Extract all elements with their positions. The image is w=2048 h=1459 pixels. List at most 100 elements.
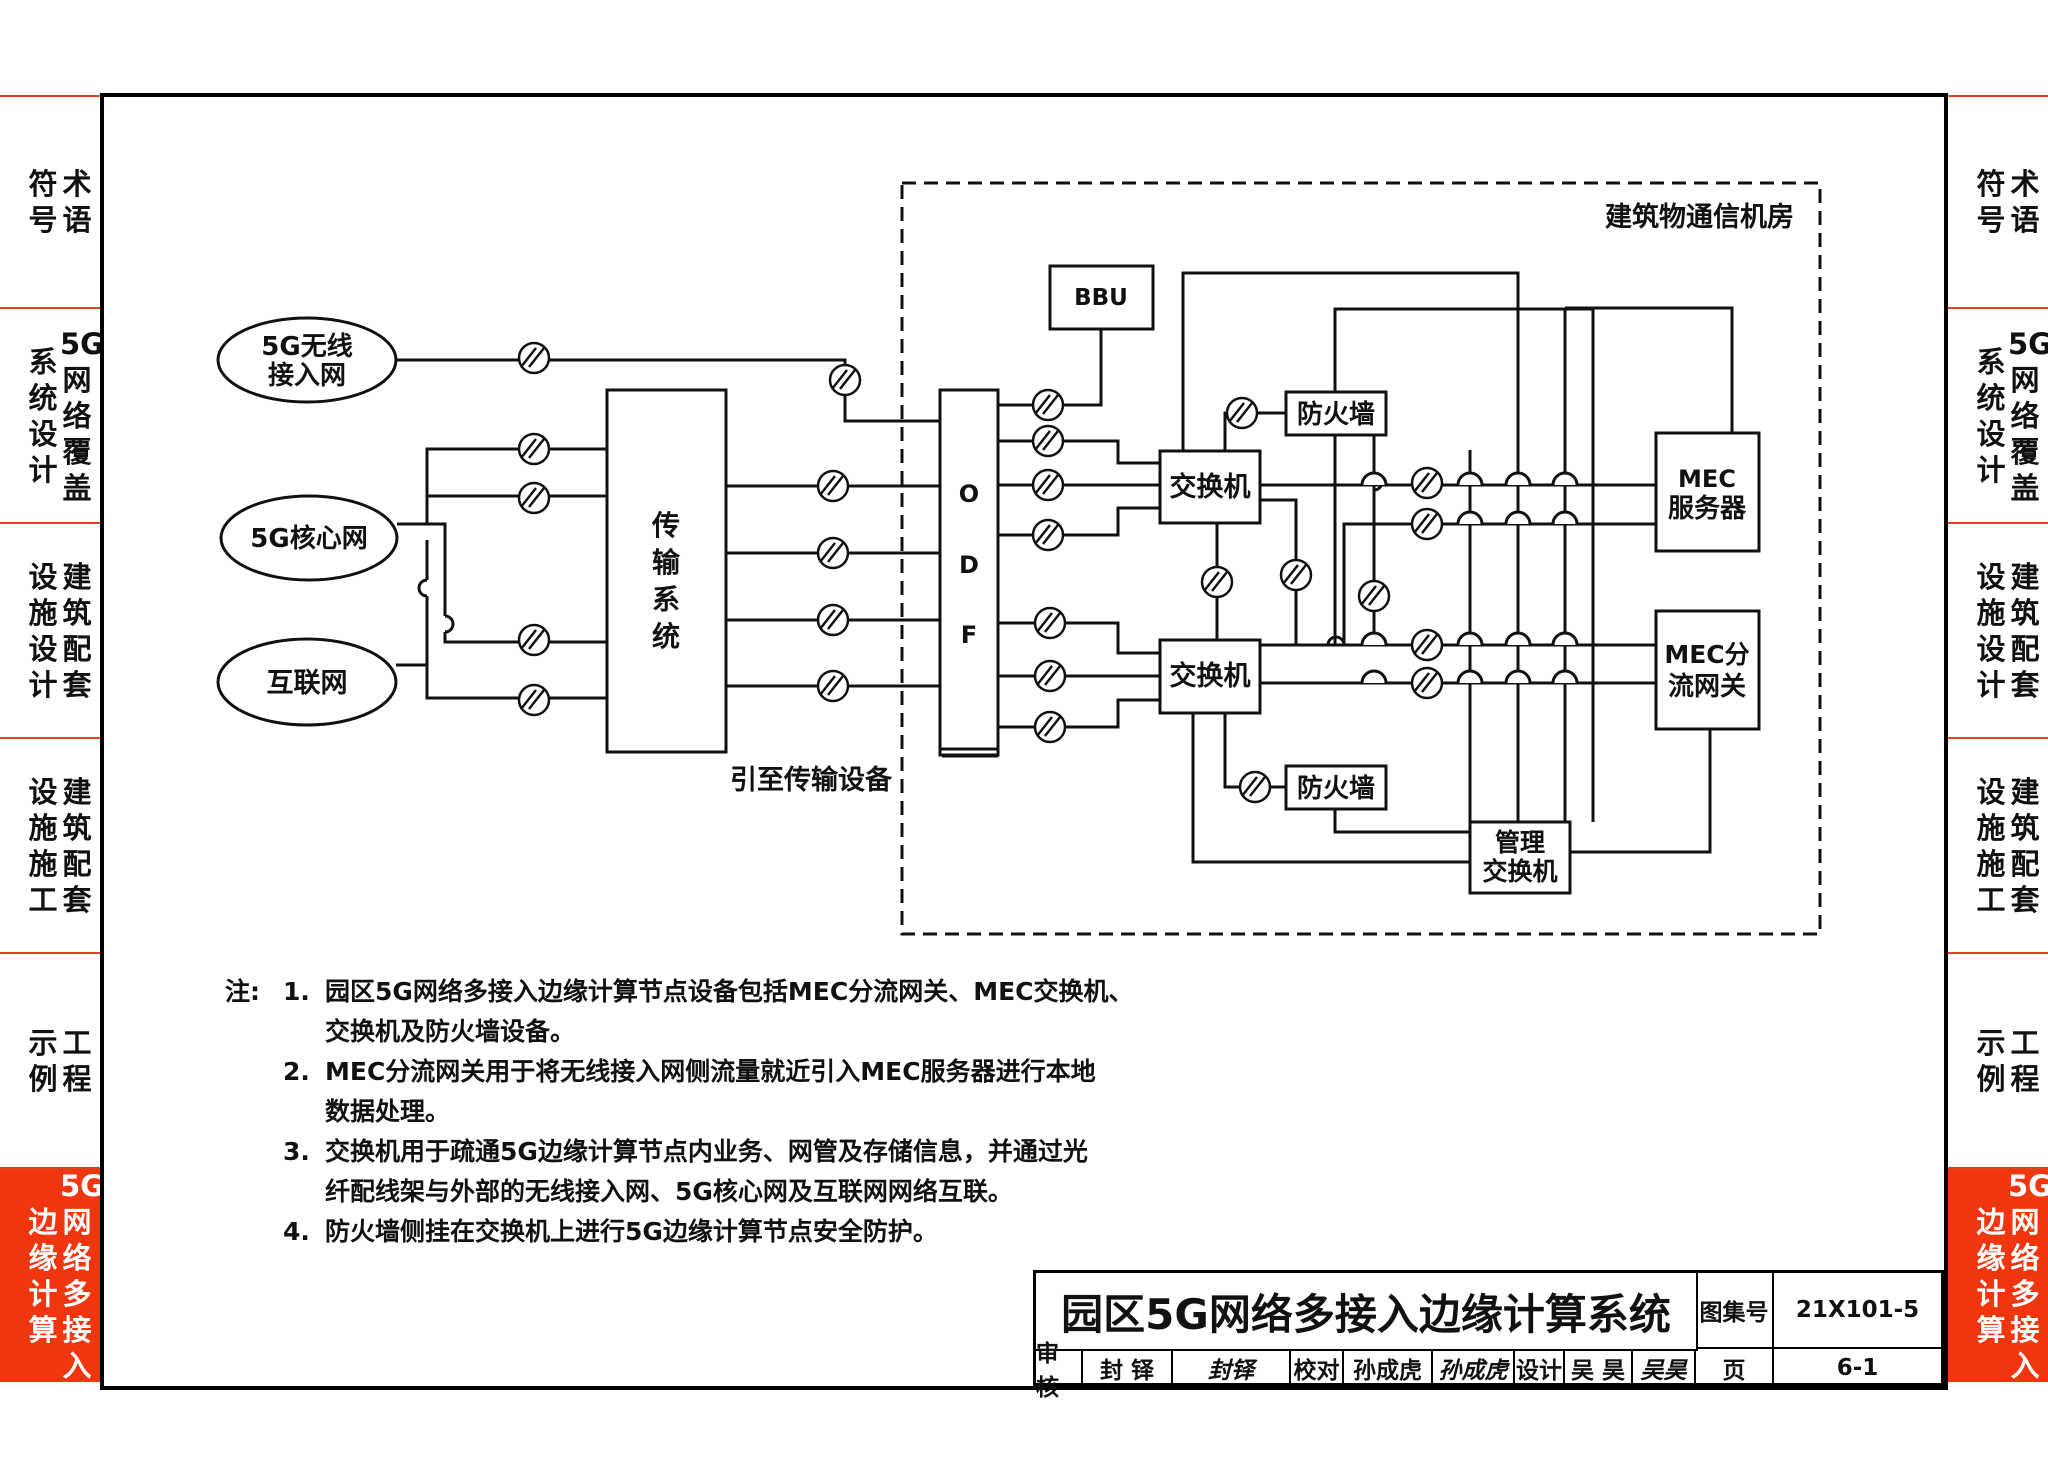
notes-section: 注:1.园区5G网络多接入边缘计算节点设备包括MEC分流网关、MEC交换机、交换…	[225, 972, 1134, 1252]
fiber-symbol	[1238, 770, 1272, 804]
tab-char: 套	[62, 882, 92, 917]
tab-char: 设	[1976, 631, 2006, 666]
fiber-symbol	[1410, 666, 1444, 700]
right-tab-3-text-2: 设施设计	[1974, 524, 2008, 737]
left-tab-5-text-1: 工程	[60, 954, 94, 1167]
fiber-symbol	[1279, 558, 1313, 592]
note-text: MEC分流网关用于将无线接入网侧流量就近引入MEC服务器进行本地	[325, 1057, 1096, 1086]
reviewer-name: 封 铎	[1083, 1349, 1173, 1386]
right-tab-6-text-2: 边缘计算	[1974, 1169, 2008, 1382]
transport-system-box	[605, 388, 728, 754]
tab-char: 设	[1976, 559, 2006, 594]
tab-char: 配	[2010, 846, 2040, 881]
fiber-symbol	[1033, 710, 1067, 744]
equipment-room-boundary	[900, 181, 1822, 936]
tab-char: 例	[28, 1061, 58, 1096]
left-tab-3-text-2: 设施设计	[26, 524, 60, 737]
atlas-label: 图集号	[1696, 1273, 1774, 1349]
tab-char: 算	[1976, 1312, 2006, 1347]
left-tab-2-text-2: 系统设计	[26, 309, 60, 522]
right-tab-3-text-1: 建筑配套	[2008, 524, 2042, 737]
note-lead	[225, 1212, 283, 1252]
tab-char: 入	[62, 1348, 92, 1383]
note-line: 3.交换机用于疏通5G边缘计算节点内业务、网管及存储信息，并通过光	[225, 1132, 1134, 1172]
tab-char: 程	[2010, 1061, 2040, 1096]
tab-char: 络	[62, 1240, 92, 1275]
left-tab-3[interactable]: 建筑配套设施设计	[0, 522, 100, 737]
fiber-symbol	[816, 536, 850, 570]
note-lead	[225, 1132, 283, 1172]
tab-char: 网	[62, 362, 92, 397]
note-number: 2.	[283, 1057, 310, 1086]
odf-label-o: O	[959, 480, 979, 508]
note-line: 交换机及防火墙设备。	[225, 1012, 1134, 1052]
left-tab-1-text-1: 术语	[60, 97, 94, 307]
note-number: 1.	[283, 977, 310, 1006]
wireless-label-1: 5G无线	[261, 332, 352, 362]
internet-label: 互联网	[267, 668, 348, 699]
tab-char: 络	[2010, 398, 2040, 433]
right-tab-5[interactable]: 工程示例	[1948, 952, 2048, 1167]
wireless-label-2: 接入网	[268, 361, 346, 391]
mec-server-label-2: 服务器	[1668, 494, 1747, 524]
tab-char: 工	[2010, 1025, 2040, 1060]
left-tab-1[interactable]: 术语符号	[0, 95, 100, 307]
tab-char: 筑	[2010, 810, 2040, 845]
odf-label-f: F	[961, 621, 977, 649]
tab-char: 接	[62, 1312, 92, 1347]
tab-char: 网	[2010, 1204, 2040, 1239]
tab-char: 计	[1976, 667, 2006, 702]
transport-label-1: 传	[651, 509, 680, 542]
tab-char: 筑	[62, 810, 92, 845]
tab-char: 算	[28, 1312, 58, 1347]
tab-char: 接	[2010, 1312, 2040, 1347]
tab-char: 工	[1976, 882, 2006, 917]
tab-char: 术	[2010, 167, 2040, 201]
fiber-symbol	[517, 683, 551, 717]
firewall-1-label: 防火墙	[1297, 400, 1375, 430]
tab-char: 施	[1976, 595, 2006, 630]
mgmt-switch-label-1: 管理	[1495, 828, 1545, 857]
checker-name: 孙成虎	[1344, 1349, 1433, 1386]
left-tab-5[interactable]: 工程示例	[0, 952, 100, 1167]
fiber-symbol	[1410, 466, 1444, 500]
tab-char: 配	[62, 846, 92, 881]
tab-char: 边	[28, 1204, 58, 1239]
note-line: 2. MEC分流网关用于将无线接入网侧流量就近引入MEC服务器进行本地	[225, 1052, 1134, 1092]
fiber-symbol	[517, 481, 551, 515]
core-network-node	[219, 494, 399, 582]
mec-server-label-1: MEC	[1678, 465, 1736, 493]
fiber-symbol	[1031, 468, 1065, 502]
right-tab-1-text-2: 符号	[1974, 97, 2008, 307]
tab-char: 网	[2010, 362, 2040, 397]
right-tab-4-text-1: 建筑配套	[2008, 739, 2042, 952]
tab-char: 配	[2010, 631, 2040, 666]
mec-server-box	[1654, 431, 1761, 553]
fiber-symbol	[816, 469, 850, 503]
fiber-symbol	[828, 363, 862, 397]
fiber-symbol	[517, 432, 551, 466]
right-tab-3[interactable]: 建筑配套设施设计	[1948, 522, 2048, 737]
left-tab-4[interactable]: 建筑配套设施施工	[0, 737, 100, 952]
tab-char: 套	[62, 667, 92, 702]
tab-char: 筑	[62, 595, 92, 630]
tab-char: 工	[62, 1025, 92, 1060]
right-tab-1-text-1: 术语	[2008, 97, 2042, 307]
right-tab-4[interactable]: 建筑配套设施施工	[1948, 737, 2048, 952]
fiber-symbol	[816, 669, 850, 703]
tab-char: 设	[28, 774, 58, 809]
right-tab-5-text-1: 工程	[2008, 954, 2042, 1167]
designer-signature: 吴昊	[1633, 1349, 1696, 1386]
fiber-symbol	[1033, 606, 1067, 640]
right-tab-1[interactable]: 术语符号	[1948, 95, 2048, 307]
transport-label-4: 统	[652, 620, 680, 653]
tab-char: 统	[28, 380, 58, 415]
note-text: 交换机及防火墙设备。	[325, 1017, 576, 1046]
